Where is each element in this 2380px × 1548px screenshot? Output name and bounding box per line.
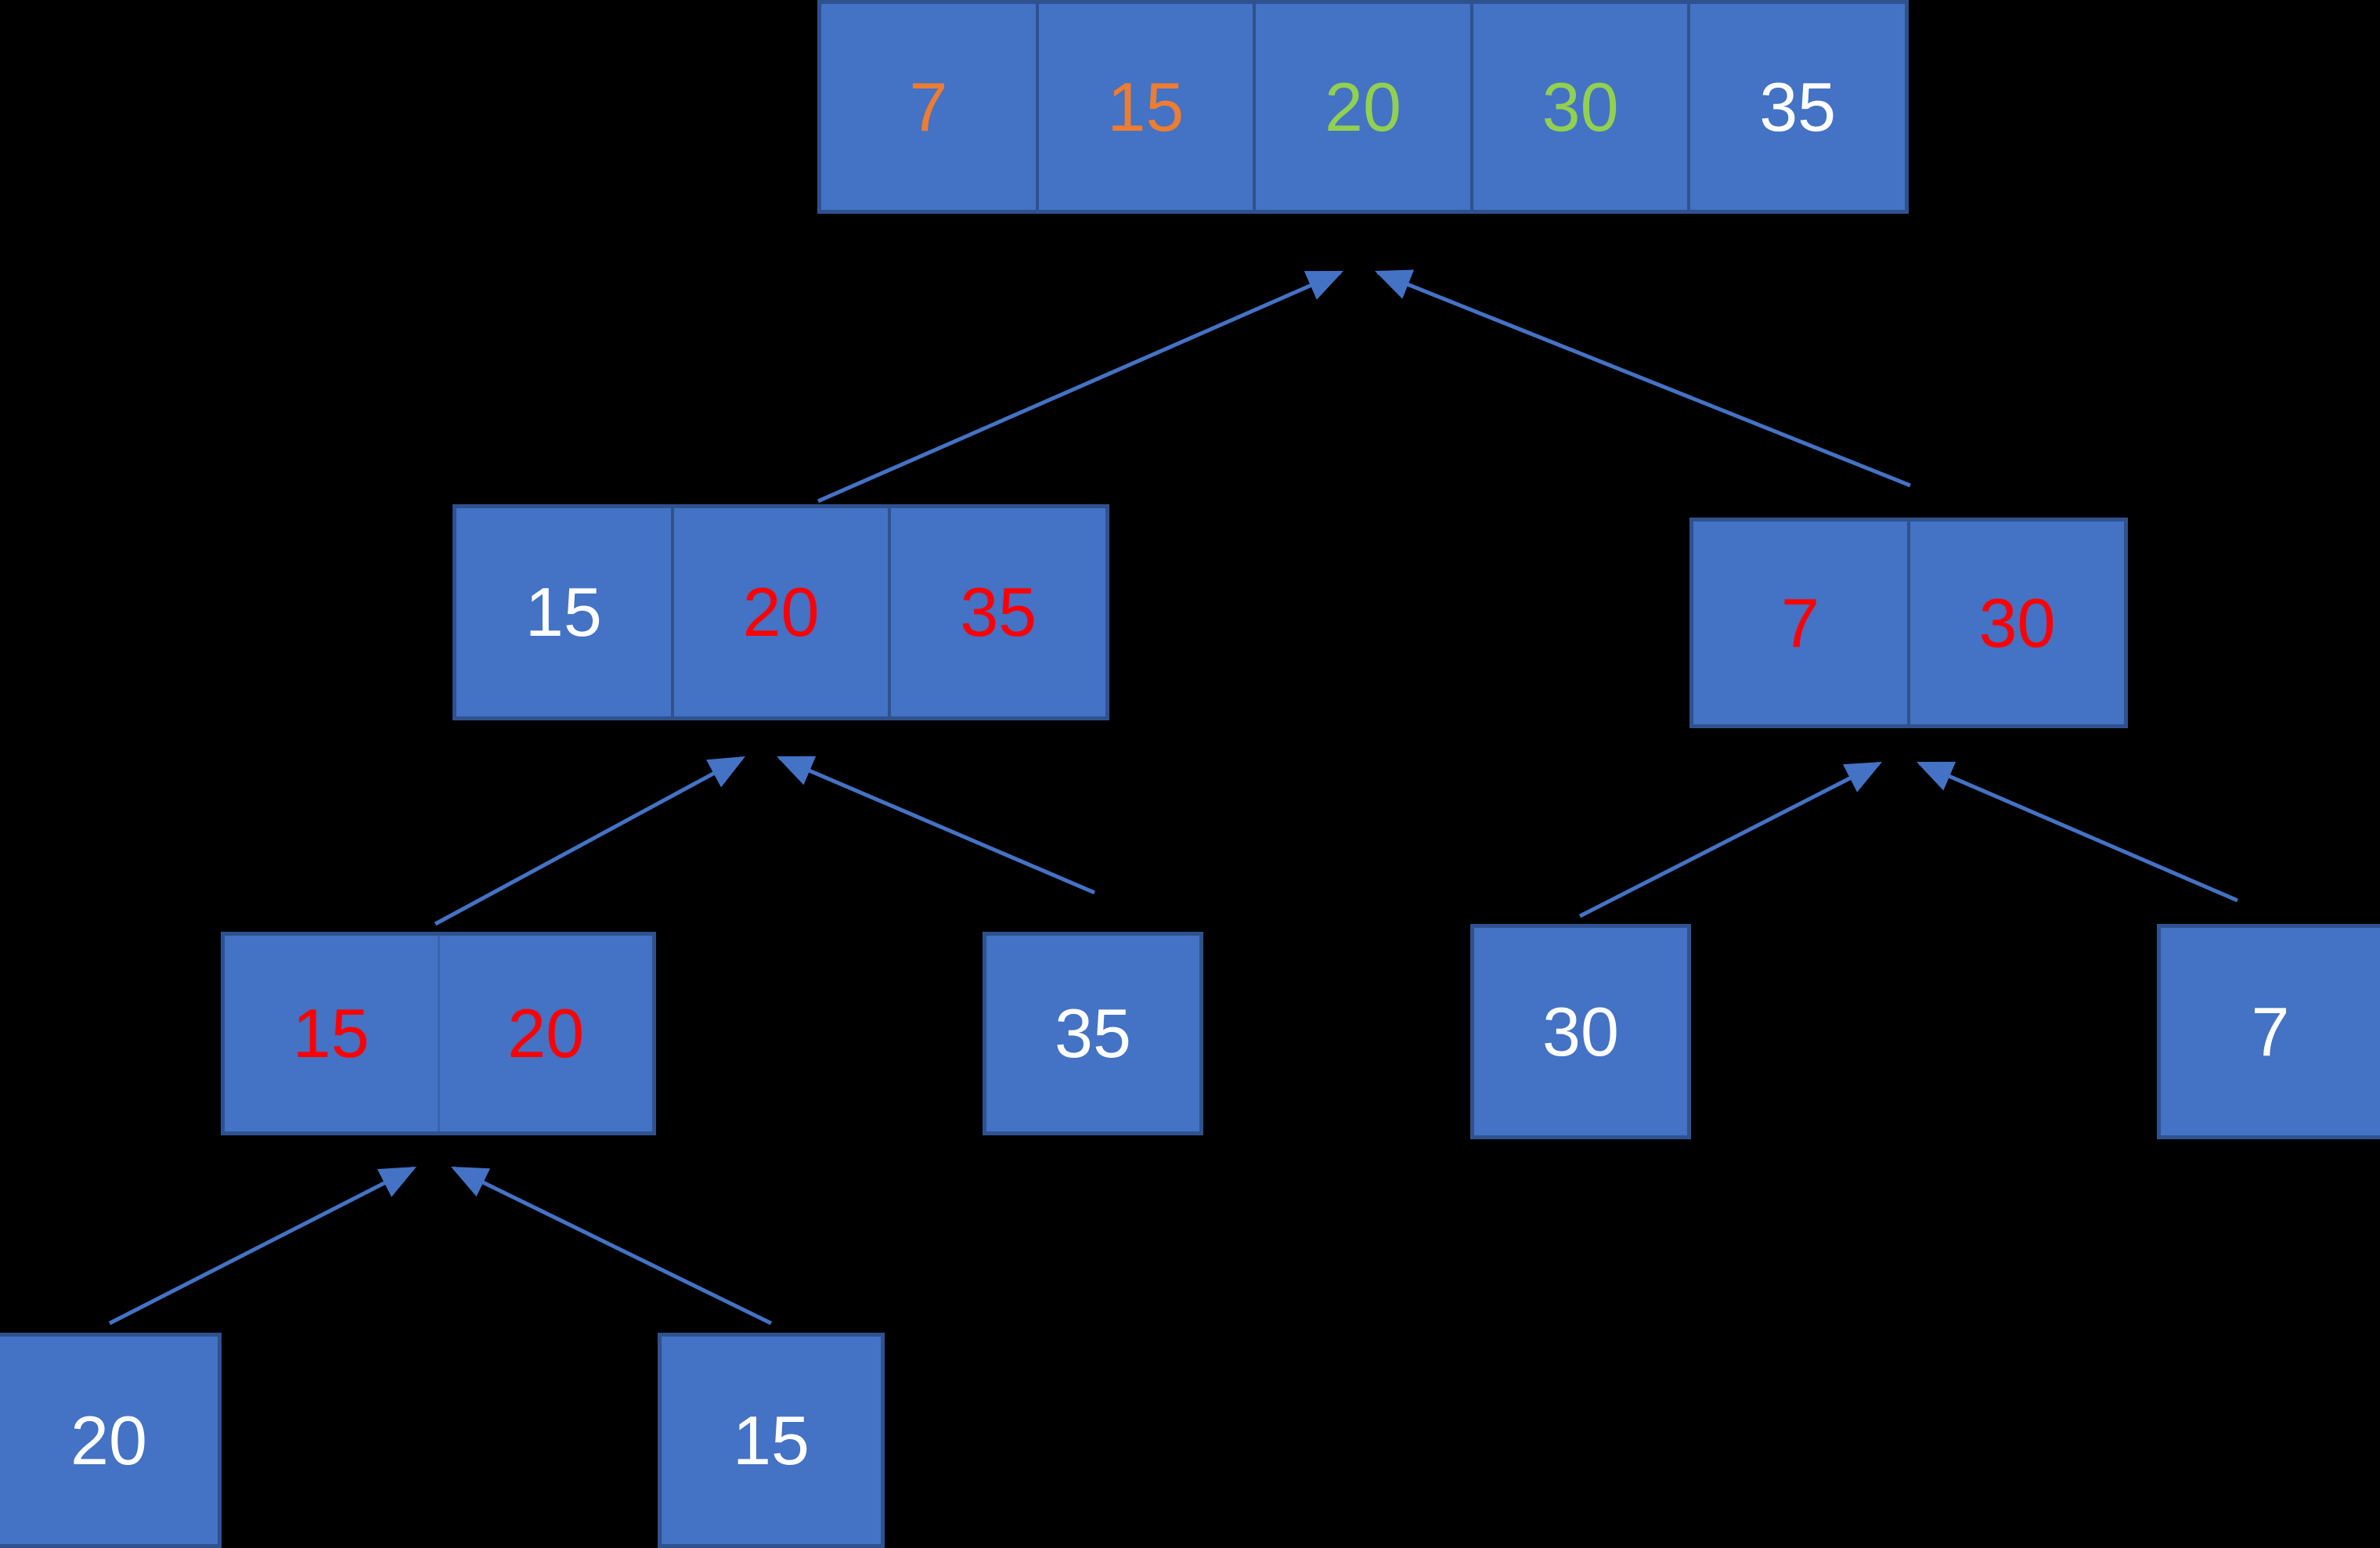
connector-e-l2l-right (779, 756, 1095, 895)
arrowhead-e-l2r-left (1842, 762, 1882, 792)
node-cell[interactable]: 20 (437, 936, 652, 1131)
tree-node-l3-b[interactable]: 35 (983, 932, 1203, 1135)
tree-node-l2-right[interactable]: 7 30 (1689, 518, 2128, 728)
node-cell[interactable]: 30 (1907, 521, 2124, 724)
arrowhead-e-l3a-right (451, 1167, 491, 1197)
connector-e-root-left (817, 270, 1342, 503)
node-cell[interactable]: 20 (670, 508, 889, 716)
node-cell[interactable]: 15 (225, 936, 438, 1131)
node-cell[interactable]: 35 (1687, 4, 1905, 210)
connector-e-l2r-left (1578, 761, 1881, 918)
cell-value: 35 (1055, 994, 1131, 1072)
tree-node-l3-d[interactable]: 7 (2157, 924, 2380, 1139)
arrowhead-e-l2l-right (777, 756, 817, 785)
cell-value: 20 (1325, 67, 1401, 146)
cell-value: 20 (507, 994, 585, 1072)
cell-value: 20 (70, 1401, 147, 1479)
cell-value: 20 (742, 573, 820, 651)
cell-value: 35 (960, 573, 1037, 651)
arrowhead-e-l2l-left (706, 756, 745, 788)
node-cell[interactable]: 7 (1693, 521, 1907, 724)
cell-value: 7 (909, 67, 948, 146)
node-cell[interactable]: 7 (821, 4, 1036, 210)
cell-value: 30 (1542, 992, 1619, 1070)
connector-lines (108, 269, 2238, 1326)
arrowhead-e-l2r-right (1917, 761, 1956, 791)
cell-value: 15 (525, 573, 602, 651)
tree-node-l4-a[interactable]: 20 (0, 1333, 222, 1548)
node-cell[interactable]: 7 (2161, 928, 2380, 1135)
node-cell[interactable]: 15 (456, 508, 671, 716)
cell-value: 30 (1978, 583, 2056, 662)
tree-node-l2-left[interactable]: 15 20 35 (453, 504, 1109, 720)
node-cell[interactable]: 35 (986, 936, 1199, 1131)
connector-e-l2l-left (434, 756, 744, 926)
arrowhead-e-l3a-left (377, 1167, 416, 1197)
node-cell[interactable]: 15 (1035, 4, 1253, 210)
connector-e-l3a-right (453, 1166, 773, 1326)
connector-e-l3a-left (108, 1166, 415, 1326)
tree-node-root[interactable]: 7 15 20 30 35 (817, 0, 1909, 214)
connector-e-root-right (1377, 270, 1911, 488)
node-cell[interactable]: 30 (1469, 4, 1688, 210)
cell-value: 15 (1107, 67, 1185, 146)
tree-node-l4-b[interactable]: 15 (658, 1333, 885, 1548)
arrowhead-e-root-left (1304, 271, 1343, 300)
node-cell[interactable]: 30 (1474, 928, 1687, 1135)
cell-value: 35 (1759, 67, 1837, 146)
arrowhead-e-root-right (1375, 269, 1415, 299)
tree-node-l3-c[interactable]: 30 (1470, 924, 1691, 1139)
connector-e-l2r-right (1919, 761, 2238, 903)
cell-value: 7 (1781, 583, 1819, 662)
cell-value: 15 (292, 994, 370, 1072)
node-cell[interactable]: 15 (662, 1337, 881, 1544)
cell-value: 7 (2251, 992, 2290, 1070)
cell-value: 30 (1542, 67, 1619, 146)
cell-value: 15 (733, 1401, 810, 1479)
node-cell[interactable]: 20 (0, 1337, 218, 1544)
node-cell[interactable]: 20 (1253, 4, 1470, 210)
node-cell[interactable]: 35 (888, 508, 1106, 716)
